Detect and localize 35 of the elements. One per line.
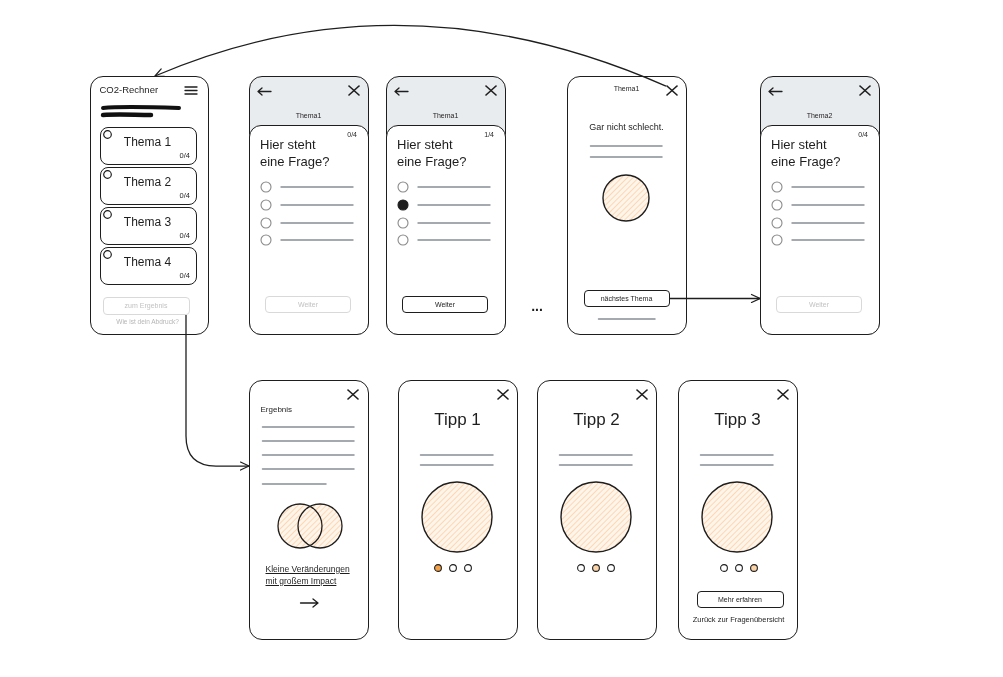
phone-screen	[90, 76, 209, 335]
close-icon	[665, 84, 678, 96]
tip-title: Tipp 1	[434, 409, 481, 430]
question-card	[759, 124, 880, 335]
tip-title: Tipp 3	[714, 409, 761, 430]
question-card	[385, 124, 506, 335]
phone-screen	[249, 380, 369, 640]
topic-title: Thema 1	[123, 135, 172, 150]
underlined-link: Kleine Veränderungen mit großem Impact	[265, 562, 351, 587]
arrow	[669, 293, 761, 304]
result-heading: Ergebnis	[260, 404, 293, 415]
curved-arrow	[154, 24, 667, 87]
phone-screen	[249, 76, 369, 335]
question-heading: Hier steht eine Frage?	[397, 136, 468, 170]
phone-screen	[537, 380, 657, 640]
phone-screen	[567, 76, 687, 335]
topic-title: Thema 3	[123, 215, 172, 230]
topic-title: Thema 2	[123, 175, 172, 190]
topic-card	[99, 246, 197, 285]
phone-screen	[678, 380, 798, 640]
feedback-text: Gar nicht schlecht.	[589, 121, 664, 133]
phone-screen	[760, 76, 880, 335]
topic-card	[99, 166, 197, 205]
question-card	[248, 124, 369, 335]
phone-screen	[386, 76, 506, 335]
question-heading: Hier steht eine Frage?	[260, 136, 331, 170]
topic-card	[99, 206, 197, 245]
app-title: CO2-Rechner	[99, 83, 159, 95]
phone-screen	[398, 380, 518, 640]
ellipsis-text: ...	[531, 298, 543, 315]
topic-card	[99, 126, 197, 165]
curved-arrow	[185, 314, 250, 471]
question-heading: Hier steht eine Frage?	[771, 136, 842, 170]
tip-title: Tipp 2	[573, 409, 620, 430]
topic-title: Thema 4	[123, 255, 172, 270]
